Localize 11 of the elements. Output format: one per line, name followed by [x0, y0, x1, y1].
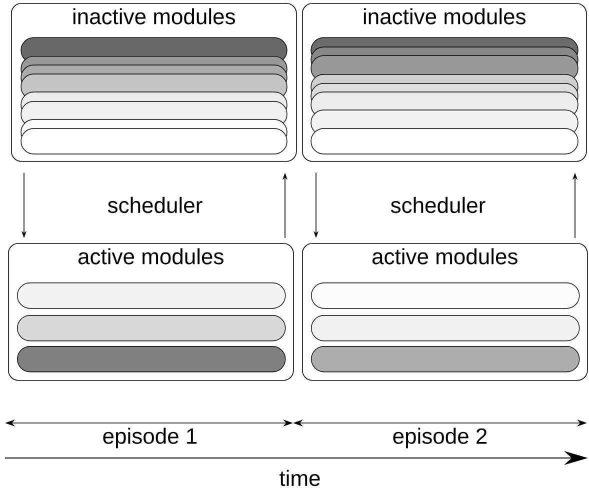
module-capsule	[17, 315, 286, 342]
module-capsule	[17, 346, 286, 372]
module-capsule	[311, 282, 580, 309]
module-capsule	[311, 346, 580, 372]
time-label: time	[280, 470, 320, 486]
scheduler-label: scheduler	[108, 196, 202, 214]
module-capsule	[17, 282, 286, 309]
module-capsule	[311, 315, 580, 342]
episode-label: episode 1	[103, 428, 197, 448]
episode-label: episode 2	[393, 428, 487, 448]
scheduler-label: scheduler	[390, 196, 486, 214]
